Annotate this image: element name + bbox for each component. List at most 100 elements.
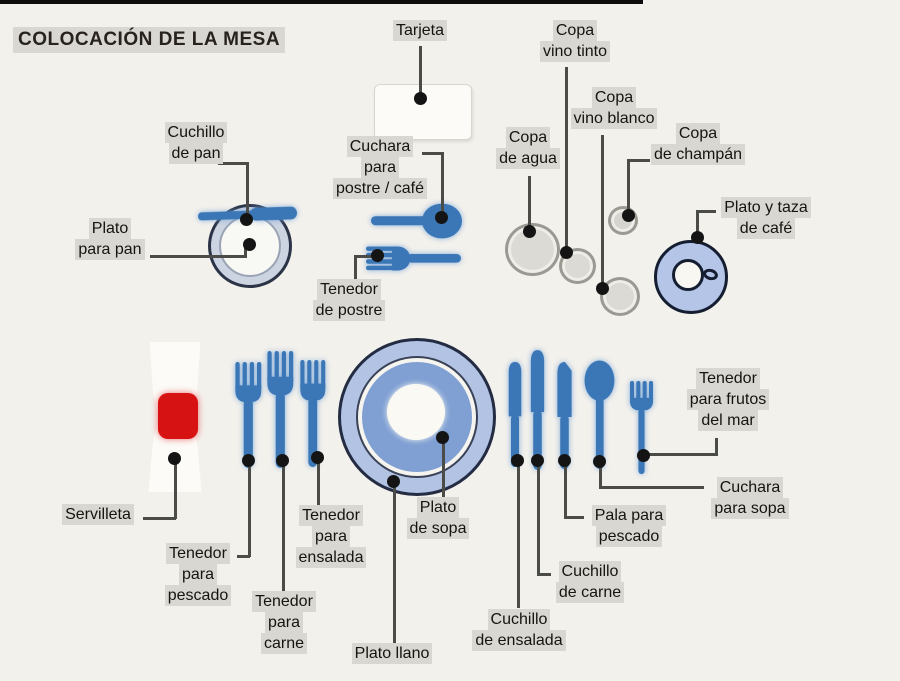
connector-dot — [435, 211, 448, 224]
connector-dot — [558, 454, 571, 467]
label-line: pescado — [595, 526, 663, 547]
soup-plate-center — [387, 384, 445, 440]
connector — [564, 516, 584, 519]
label-tenedor-carne: Tenedor para carne — [240, 591, 328, 654]
label-line: para pan — [75, 239, 145, 260]
connector-dot — [243, 238, 256, 251]
page-title: COLOCACIÓN DE LA MESA — [13, 27, 286, 53]
label-line: ensalada — [295, 547, 367, 568]
label-line: postre / café — [332, 178, 428, 199]
connector-dot — [276, 454, 289, 467]
meat-fork-icon — [267, 351, 294, 468]
label-cuchillo-de-pan: Cuchillo de pan — [152, 122, 240, 164]
label-line: Copa — [552, 20, 598, 41]
label-cuchara-sopa: Cuchara para sopa — [700, 477, 800, 519]
connector — [248, 461, 251, 557]
label-line: Plato llano — [351, 643, 433, 664]
top-border — [0, 0, 643, 4]
connector — [442, 438, 445, 497]
label-tenedor-ensalada: Tenedor para ensalada — [284, 505, 378, 568]
label-line: Plato — [88, 218, 132, 239]
connector — [537, 573, 551, 576]
label-line: carne — [260, 633, 308, 654]
label-cuchillo-ensalada: Cuchillo de ensalada — [460, 609, 578, 651]
connector — [601, 135, 604, 288]
connector — [599, 486, 704, 489]
label-tenedor-pescado: Tenedor para pescado — [154, 543, 242, 606]
label-tenedor-frutos: Tenedor para frutos del mar — [674, 368, 782, 431]
connector — [419, 46, 422, 98]
label-line: Cuchara — [346, 136, 414, 157]
salad-fork-icon — [300, 360, 326, 468]
connector-dot — [560, 246, 573, 259]
dessert-spoon-icon — [371, 203, 462, 239]
label-servilleta: Servilleta — [52, 504, 144, 525]
connector-dot — [531, 454, 544, 467]
label-copa-de-champan: Copa de champán — [646, 123, 750, 165]
fish-fork-icon — [235, 362, 262, 469]
label-line: Tenedor — [317, 279, 381, 300]
label-plato-para-pan: Plato para pan — [66, 218, 154, 260]
label-plato-llano: Plato llano — [344, 643, 440, 664]
label-line: Servilleta — [62, 504, 134, 525]
label-line: Copa — [675, 123, 721, 144]
label-cuchara-postre: Cuchara para postre / café — [306, 136, 454, 199]
label-line: para — [360, 157, 400, 178]
label-line: de agua — [496, 148, 560, 169]
label-line: Pala para — [591, 505, 667, 526]
label-line: Copa — [591, 87, 637, 108]
connector — [528, 176, 531, 231]
connector — [441, 152, 444, 217]
label-line: para — [178, 564, 218, 585]
connector — [237, 555, 250, 558]
salad-knife-icon — [508, 361, 522, 468]
connector-dot — [523, 225, 536, 238]
connector — [143, 517, 176, 520]
connector — [537, 461, 540, 576]
connector — [599, 462, 602, 489]
label-line: de café — [736, 218, 796, 239]
label-tenedor-de-postre: Tenedor de postre — [302, 279, 396, 321]
connector — [696, 210, 699, 238]
coffee-cup — [672, 259, 704, 291]
label-line: vino tinto — [539, 41, 611, 62]
connector-dot — [371, 249, 384, 262]
connector — [393, 482, 396, 644]
connector-dot — [637, 449, 650, 462]
red-wine-glass — [559, 248, 596, 284]
connector — [517, 461, 520, 608]
connector — [627, 159, 630, 216]
connector-dot — [414, 92, 427, 105]
label-pala-pescado: Pala para pescado — [580, 505, 678, 547]
connector — [643, 453, 718, 456]
label-line: Copa — [505, 127, 551, 148]
label-copa-vino-tinto: Copa vino tinto — [530, 20, 620, 62]
label-line: Plato — [416, 497, 460, 518]
connector — [317, 458, 320, 505]
label-line: Plato y taza — [721, 197, 811, 218]
label-line: Tenedor — [696, 368, 760, 389]
label-line: de ensalada — [472, 630, 566, 651]
connector-dot — [511, 454, 524, 467]
connector-dot — [691, 231, 704, 244]
connector-dot — [436, 431, 449, 444]
connector — [246, 162, 249, 220]
connector-dot — [240, 213, 253, 226]
label-line: para sopa — [711, 498, 789, 519]
label-line: de champán — [650, 144, 746, 165]
label-copa-de-agua: Copa de agua — [488, 127, 568, 169]
connector-dot — [168, 452, 181, 465]
label-line: Cuchillo — [487, 609, 551, 630]
label-line: de sopa — [406, 518, 470, 539]
connector — [564, 461, 567, 519]
connector — [565, 67, 568, 253]
label-line: Tenedor — [252, 591, 316, 612]
connector-dot — [622, 209, 635, 222]
connector-dot — [242, 454, 255, 467]
soup-spoon-icon — [584, 360, 615, 470]
connector — [354, 255, 380, 258]
label-line: vino blanco — [570, 108, 658, 129]
label-line: Cuchara — [716, 477, 784, 498]
label-line: de postre — [312, 300, 386, 321]
connector — [715, 438, 718, 456]
